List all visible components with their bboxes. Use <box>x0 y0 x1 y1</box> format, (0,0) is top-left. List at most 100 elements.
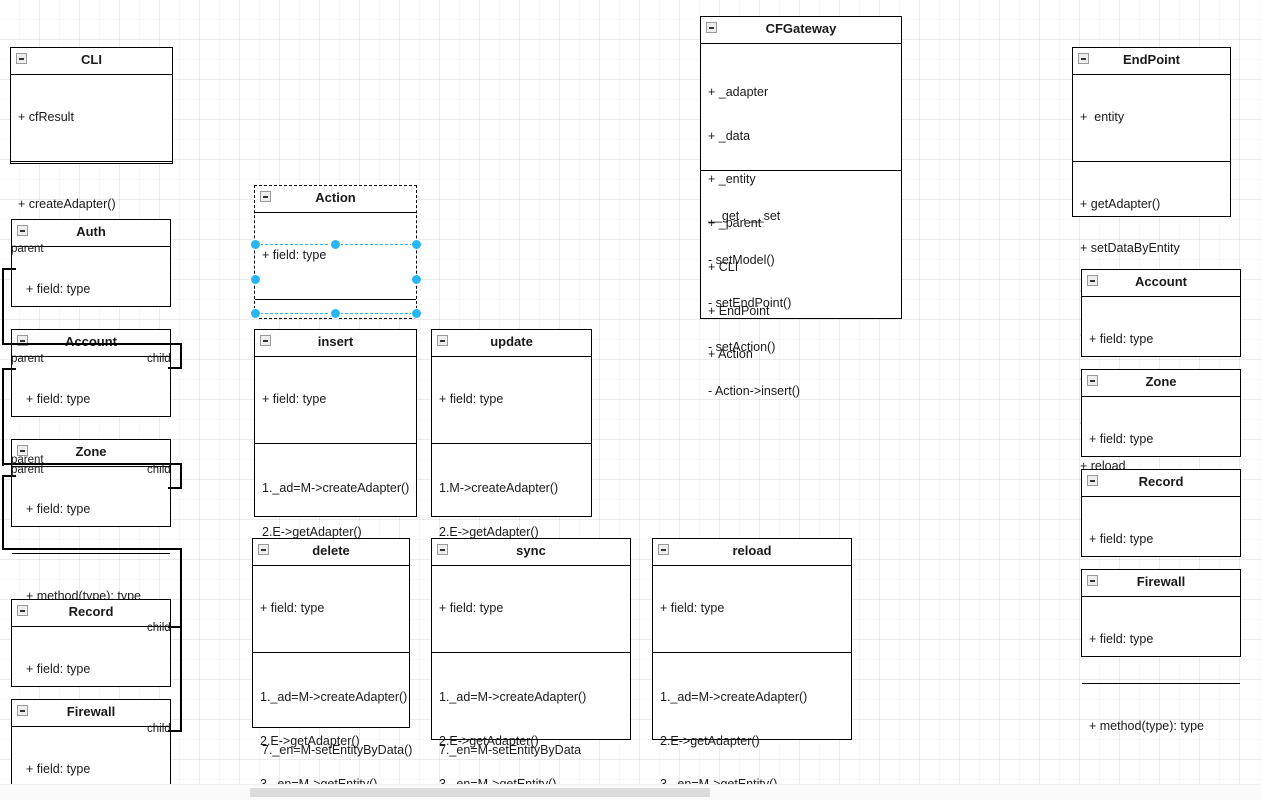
connector-auth-parent-stub <box>2 268 16 270</box>
method-row: 1._ad=M->createAdapter() <box>260 689 408 704</box>
resize-handle-nw[interactable] <box>250 239 261 250</box>
class-title-bar[interactable]: CFGateway <box>701 17 901 44</box>
class-title-bar[interactable]: Firewall <box>1082 570 1240 597</box>
collapse-minus-icon[interactable] <box>258 544 269 555</box>
class-title-bar[interactable]: EndPoint <box>1073 48 1230 75</box>
class-title-bar[interactable]: Firewall <box>12 700 170 727</box>
attribute-row: + field: type <box>26 391 91 406</box>
attributes-section: + field: type <box>1082 497 1240 583</box>
resize-handle-e[interactable] <box>411 274 422 285</box>
method-row: + getAdapter() <box>1080 196 1161 211</box>
method-row: 1._ad=M->createAdapter() <box>660 689 808 704</box>
collapse-minus-icon[interactable] <box>658 544 669 555</box>
class-box-delete[interactable]: delete + field: type 1._ad=M->createAdap… <box>252 538 410 791</box>
class-box-firewall-left[interactable]: Firewall + field: type + method(type): t… <box>11 699 171 787</box>
class-box-reload[interactable]: reload + field: type 1._ad=M->createAdap… <box>652 538 852 791</box>
attribute-row: + CLI <box>708 259 739 274</box>
class-title-bar[interactable]: Record <box>1082 470 1240 497</box>
class-box-sync[interactable]: sync + field: type 1._ad=M->createAdapte… <box>431 538 631 791</box>
attribute-row: + field: type <box>1089 431 1154 446</box>
collapse-minus-icon[interactable] <box>260 191 271 202</box>
horizontal-scrollbar-thumb[interactable] <box>250 788 710 797</box>
collapse-minus-icon[interactable] <box>1087 375 1098 386</box>
class-box-zone-right[interactable]: Zone + field: type + method(type): type <box>1081 369 1241 533</box>
class-box-auth[interactable]: Auth + field: type + method(type): type <box>11 219 171 383</box>
method-row: - setEndPoint() <box>708 296 792 311</box>
method-row: 2.E->getAdapter() <box>260 733 360 748</box>
class-box-firewall-right[interactable]: Firewall + field: type + method(type): t… <box>1081 569 1241 733</box>
connector-account-child-vertical <box>180 343 182 368</box>
class-name: Account <box>65 334 117 349</box>
class-box-insert[interactable]: insert + field: type 1._ad=M->createAdap… <box>254 329 417 800</box>
collapse-minus-icon[interactable] <box>17 705 28 716</box>
method-row: + method(type): type <box>1089 718 1204 733</box>
resize-handle-sw[interactable] <box>250 308 261 319</box>
collapse-minus-icon[interactable] <box>1087 275 1098 286</box>
collapse-minus-icon[interactable] <box>17 605 28 616</box>
class-box-zone-left[interactable]: Zone + field: type + method(type): type <box>11 439 171 603</box>
collapse-minus-icon[interactable] <box>1087 575 1098 586</box>
resize-handle-se[interactable] <box>411 308 422 319</box>
attributes-section: + field: type <box>12 247 170 333</box>
class-name: insert <box>317 334 354 349</box>
collapse-minus-icon[interactable] <box>437 335 448 346</box>
collapse-minus-icon[interactable] <box>437 544 448 555</box>
class-title-bar[interactable]: CLI <box>11 48 172 75</box>
class-title-bar[interactable]: Record <box>12 600 170 627</box>
class-title-bar[interactable]: reload <box>653 539 851 566</box>
attributes-section: + _adapter + _data + _entity + _parent +… <box>701 44 901 362</box>
class-title-bar[interactable]: Action <box>255 186 416 213</box>
class-name: Account <box>1135 274 1187 289</box>
class-box-cfgateway[interactable]: CFGateway + _adapter + _data + _entity +… <box>700 16 902 398</box>
class-box-update[interactable]: update + field: type 1.M->createAdapter(… <box>431 329 592 800</box>
collapse-minus-icon[interactable] <box>706 22 717 33</box>
attributes-section: + field: type <box>1082 597 1240 683</box>
attributes-section: + field: type <box>12 357 170 443</box>
connector-account-child-stub <box>168 367 182 369</box>
collapse-minus-icon[interactable] <box>1087 475 1098 486</box>
class-name: Zone <box>75 444 107 459</box>
class-title-bar[interactable]: update <box>432 330 591 357</box>
method-row: - setAction() <box>708 340 776 355</box>
class-title-bar[interactable]: delete <box>253 539 409 566</box>
attributes-section: + entity <box>1073 75 1230 161</box>
resize-handle-ne[interactable] <box>411 239 422 250</box>
attribute-row: + field: type <box>1089 631 1154 646</box>
class-name: reload <box>732 543 772 558</box>
connector-zone-record-vertical <box>2 475 4 550</box>
class-box-account-right[interactable]: Account + field: type + method(type): ty… <box>1081 269 1241 433</box>
class-name: EndPoint <box>1122 52 1181 67</box>
connector-account-parent-stub <box>2 368 16 370</box>
class-title-bar[interactable]: sync <box>432 539 630 566</box>
resize-handle-w[interactable] <box>250 274 261 285</box>
resize-handle-s[interactable] <box>330 308 341 319</box>
label-zone-parent-a: parent <box>11 454 44 466</box>
class-title-bar[interactable]: Zone <box>1082 370 1240 397</box>
class-title-bar[interactable]: insert <box>255 330 416 357</box>
collapse-minus-icon[interactable] <box>260 335 271 346</box>
class-name: Action <box>315 190 356 205</box>
class-box-record-right[interactable]: Record + field: type + method(type): typ… <box>1081 469 1241 633</box>
class-title-bar[interactable]: Auth <box>12 220 170 247</box>
attributes-section: + field: type <box>12 467 170 553</box>
class-box-action[interactable]: Action + field: type + createAdapter() +… <box>254 185 417 438</box>
horizontal-scrollbar-track[interactable] <box>0 784 1261 800</box>
class-box-cli[interactable]: CLI + cfResult + createAdapter() + setEn… <box>10 47 173 298</box>
class-name: Auth <box>76 224 106 239</box>
class-name: Record <box>1138 474 1184 489</box>
class-name: Zone <box>1145 374 1177 389</box>
class-box-record-left[interactable]: Record + field: type + method(type): typ… <box>11 599 171 763</box>
connector-record-firewall-vertical <box>180 548 182 732</box>
class-title-bar[interactable]: Zone <box>12 440 170 467</box>
collapse-minus-icon[interactable] <box>17 445 28 456</box>
collapse-minus-icon[interactable] <box>17 225 28 236</box>
class-title-bar[interactable]: Account <box>1082 270 1240 297</box>
collapse-minus-icon[interactable] <box>1078 53 1089 64</box>
attribute-row: + field: type <box>26 281 91 296</box>
collapse-minus-icon[interactable] <box>16 53 27 64</box>
class-title-bar[interactable]: Account <box>12 330 170 357</box>
collapse-minus-icon[interactable] <box>17 335 28 346</box>
class-box-endpoint[interactable]: EndPoint + entity + getAdapter() + setDa… <box>1072 47 1231 473</box>
resize-handle-n[interactable] <box>330 239 341 250</box>
